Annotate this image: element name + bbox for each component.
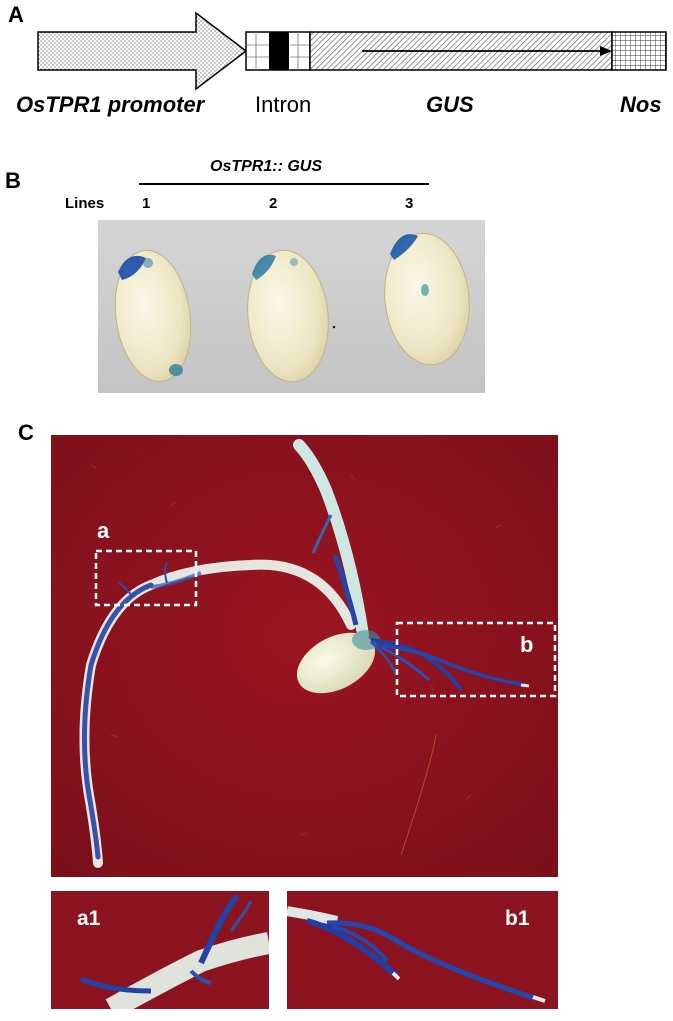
inset-b1-label: b1 — [505, 907, 530, 930]
inset-a1-photo — [51, 891, 269, 1009]
panel-c-letter: C — [18, 420, 34, 445]
intron-label: Intron — [255, 92, 312, 117]
seed-line-2 — [247, 249, 336, 383]
seeds-header: OsTPR1:: GUS — [210, 158, 323, 175]
crown-roots — [370, 638, 463, 692]
promoter-arrow — [37, 11, 248, 91]
panel-b-letter: B — [5, 168, 21, 193]
highlight-box-a — [94, 549, 198, 607]
box-a-label: a — [97, 518, 110, 543]
line-number-3: 3 — [405, 195, 414, 212]
seedling-photo — [51, 435, 558, 877]
grain — [296, 632, 376, 694]
gene-construct-diagram — [37, 11, 667, 91]
seed-line-1 — [114, 249, 192, 383]
inset-b1-photo — [287, 891, 558, 1009]
inset-a1-label: a1 — [77, 907, 101, 930]
line-number-1: 1 — [142, 195, 151, 212]
lines-label: Lines — [65, 195, 105, 212]
seeds-photo — [98, 220, 485, 393]
seed-line-3 — [384, 232, 470, 366]
intron-block — [269, 32, 289, 70]
line-number-2: 2 — [269, 195, 278, 212]
promoter-label: OsTPR1 promoter — [16, 92, 205, 117]
nos-segment — [611, 31, 667, 71]
box-b-label: b — [520, 632, 534, 657]
panel-a-letter: A — [8, 2, 24, 27]
gus-label: GUS — [426, 92, 474, 117]
header-rule — [139, 183, 429, 185]
nos-label: Nos — [620, 92, 662, 117]
highlight-box-b — [395, 621, 557, 698]
shoot — [293, 439, 369, 641]
